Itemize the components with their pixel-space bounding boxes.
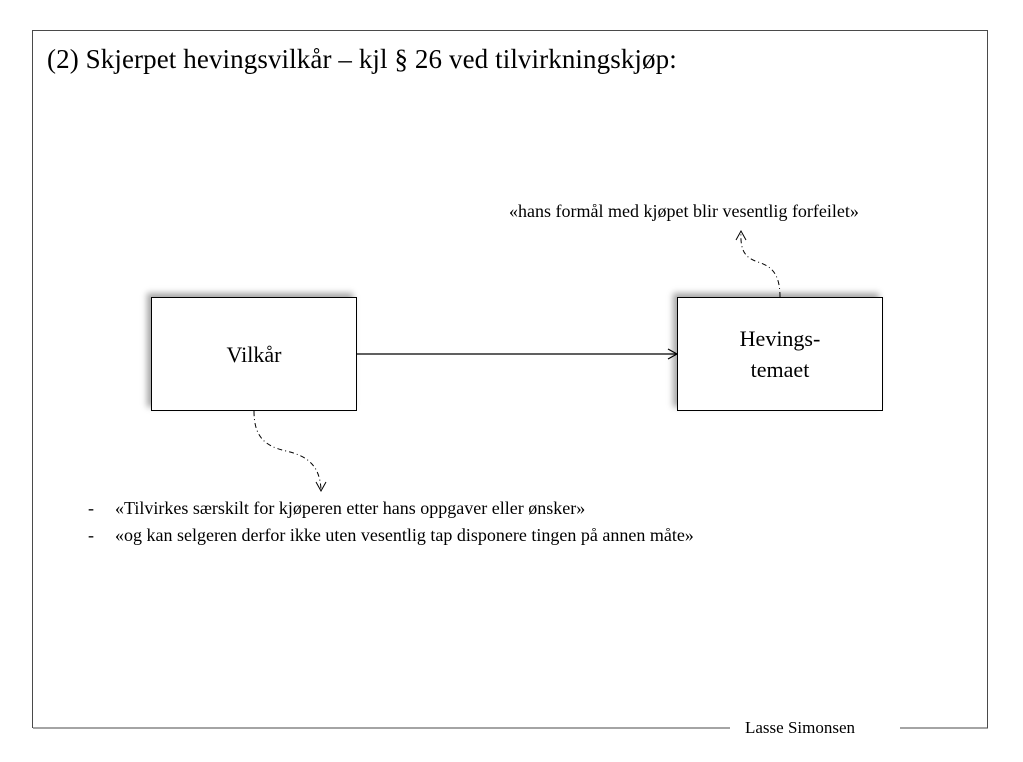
list-item: - «og kan selgeren derfor ikke uten vese… xyxy=(88,522,694,549)
slide-frame xyxy=(32,30,988,728)
hevingstemaet-line-1: Hevings- xyxy=(739,326,821,351)
vilkar-box-label: Vilkår xyxy=(226,341,282,367)
slide-title: (2) Skjerpet hevingsvilkår – kjl § 26 ve… xyxy=(47,44,677,74)
vilkar-box: Vilkår xyxy=(151,297,357,411)
formal-quote: «hans formål med kjøpet blir vesentlig f… xyxy=(509,201,859,221)
lower-dashdot-connector xyxy=(253,410,322,491)
lower-connector-arrowhead xyxy=(315,481,327,493)
hevingstemaet-box: Hevings- temaet xyxy=(677,297,883,411)
upper-dashdot-connector xyxy=(740,231,781,298)
hevingstemaet-box-label: Hevings- temaet xyxy=(710,323,850,385)
bullet-list: - «Tilvirkes særskilt for kjøperen etter… xyxy=(88,495,694,549)
bullet-text: «Tilvirkes særskilt for kjøperen etter h… xyxy=(115,498,586,518)
bullet-marker: - xyxy=(88,525,94,545)
bullet-marker: - xyxy=(88,498,94,518)
footer-author: Lasse Simonsen xyxy=(745,718,856,737)
bullet-text: «og kan selgeren derfor ikke uten vesent… xyxy=(115,525,694,545)
upper-connector-arrowhead xyxy=(735,229,747,241)
hevingstemaet-line-2: temaet xyxy=(750,357,810,382)
list-item: - «Tilvirkes særskilt for kjøperen etter… xyxy=(88,495,694,522)
